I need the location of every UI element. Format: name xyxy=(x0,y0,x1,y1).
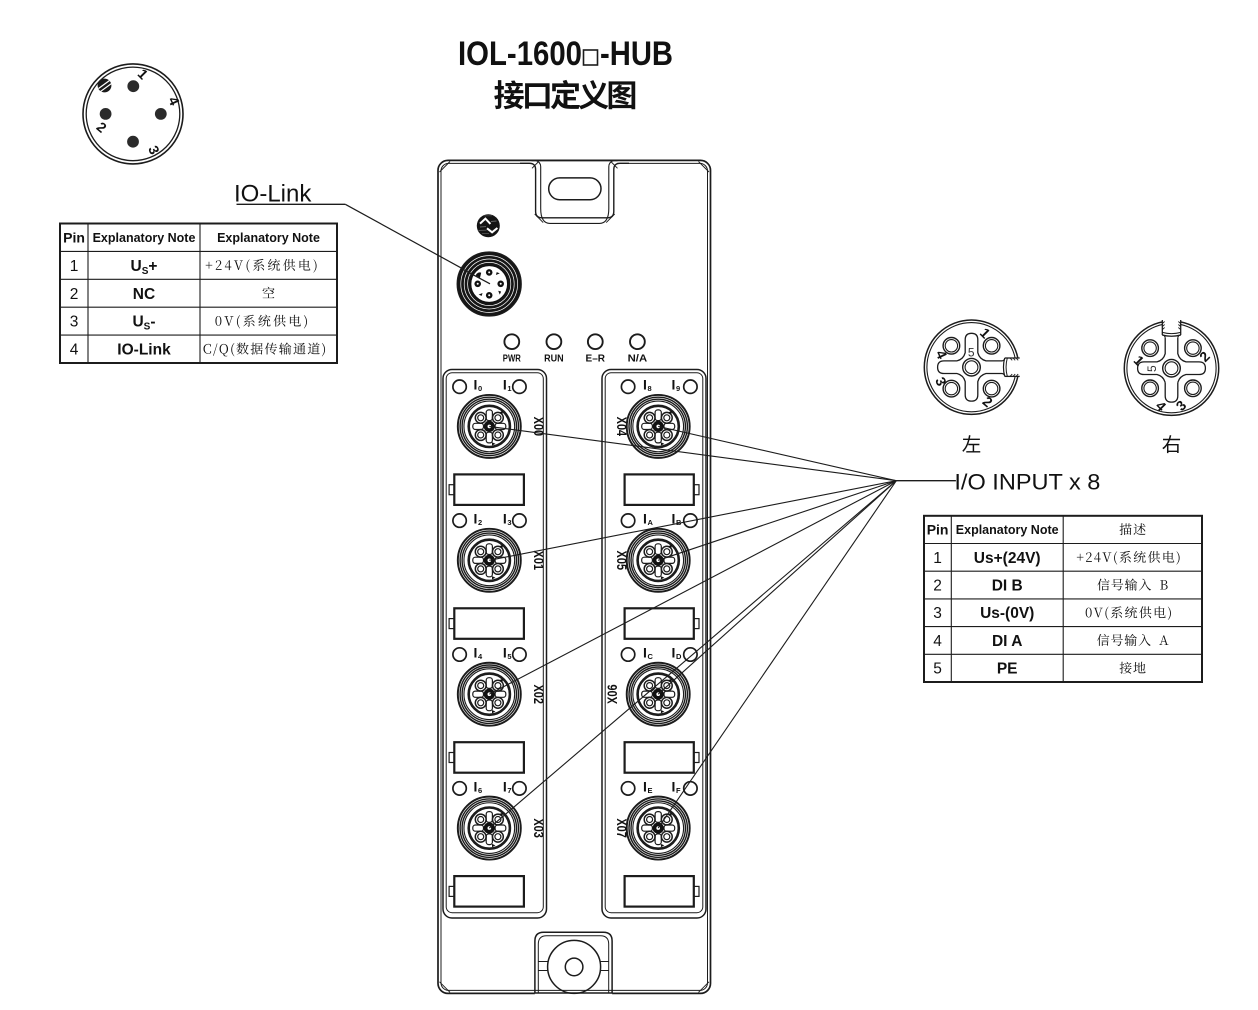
svg-text:I: I xyxy=(672,645,676,661)
svg-text:-HUB: -HUB xyxy=(600,35,673,73)
svg-text:I: I xyxy=(643,645,647,661)
svg-text:X06: X06 xyxy=(604,684,620,704)
svg-text:3: 3 xyxy=(70,314,79,331)
svg-text:IO-Link: IO-Link xyxy=(117,342,171,359)
svg-text:4: 4 xyxy=(933,347,951,361)
svg-text:5: 5 xyxy=(933,661,942,678)
svg-text:I: I xyxy=(474,377,478,393)
svg-text:1: 1 xyxy=(977,325,994,342)
svg-text:1: 1 xyxy=(70,258,79,275)
svg-text:4: 4 xyxy=(933,633,942,650)
svg-text:I: I xyxy=(643,377,647,393)
svg-text:I: I xyxy=(503,645,507,661)
svg-text:E–R: E–R xyxy=(586,353,606,365)
svg-text:X05: X05 xyxy=(614,551,630,571)
svg-text:3: 3 xyxy=(933,605,942,622)
svg-text:A: A xyxy=(648,518,654,527)
svg-text:3: 3 xyxy=(932,374,950,388)
svg-text:I: I xyxy=(503,511,507,527)
svg-text:N/A: N/A xyxy=(628,353,648,365)
svg-text:Pin: Pin xyxy=(927,522,949,538)
svg-text:2: 2 xyxy=(478,518,482,527)
svg-text:1: 1 xyxy=(507,384,511,393)
svg-text:IO-Link: IO-Link xyxy=(234,181,312,208)
svg-text:X03: X03 xyxy=(531,818,547,838)
svg-text:2: 2 xyxy=(94,119,110,136)
svg-text:I: I xyxy=(643,511,647,527)
svg-text:X04: X04 xyxy=(614,417,630,437)
svg-text:6: 6 xyxy=(478,786,482,795)
svg-text:4: 4 xyxy=(478,652,483,661)
svg-text:I: I xyxy=(474,511,478,527)
svg-text:PWR: PWR xyxy=(503,353,521,365)
svg-text:RUN: RUN xyxy=(544,353,564,365)
svg-text:X07: X07 xyxy=(614,818,630,838)
svg-text:1: 1 xyxy=(933,550,942,567)
svg-text:DI A: DI A xyxy=(992,633,1022,650)
svg-text:Explanatory Note: Explanatory Note xyxy=(956,523,1059,537)
svg-text:B: B xyxy=(676,518,682,527)
svg-text:Pin: Pin xyxy=(63,229,85,245)
svg-text:I: I xyxy=(474,778,478,794)
svg-text:2: 2 xyxy=(980,393,996,410)
svg-text:0: 0 xyxy=(478,384,482,393)
svg-text:8: 8 xyxy=(648,384,652,393)
svg-text:5: 5 xyxy=(507,652,511,661)
svg-text:1: 1 xyxy=(135,66,152,83)
svg-text:DI B: DI B xyxy=(992,578,1023,595)
svg-text:7: 7 xyxy=(507,786,511,795)
svg-text:2: 2 xyxy=(70,286,79,303)
svg-text:I: I xyxy=(474,645,478,661)
svg-text:I: I xyxy=(643,778,647,794)
svg-text:I/O INPUT x 8: I/O INPUT x 8 xyxy=(954,470,1100,495)
svg-text:4: 4 xyxy=(165,94,183,108)
svg-text:Us+(24V): Us+(24V) xyxy=(974,550,1041,567)
svg-text:I: I xyxy=(672,778,676,794)
svg-text:I: I xyxy=(503,377,507,393)
svg-text:IOL-1600: IOL-1600 xyxy=(458,35,582,73)
svg-text:X02: X02 xyxy=(531,684,547,704)
svg-text:2: 2 xyxy=(933,578,942,595)
svg-text:C: C xyxy=(648,652,654,661)
svg-text:Us-(0V): Us-(0V) xyxy=(980,605,1034,622)
svg-text:E: E xyxy=(648,786,653,795)
svg-text:X00: X00 xyxy=(531,417,547,437)
svg-text:3: 3 xyxy=(507,518,511,527)
svg-text:US+: US+ xyxy=(131,258,158,277)
svg-text:I: I xyxy=(503,778,507,794)
svg-text:I: I xyxy=(672,377,676,393)
svg-text:X01: X01 xyxy=(531,551,547,571)
svg-text:4: 4 xyxy=(70,342,79,359)
svg-text:F: F xyxy=(676,786,681,795)
svg-text:NC: NC xyxy=(133,286,155,303)
svg-text:5: 5 xyxy=(1145,365,1159,372)
svg-text:US-: US- xyxy=(132,314,155,333)
svg-text:Explanatory Note: Explanatory Note xyxy=(217,231,320,245)
svg-text:9: 9 xyxy=(676,384,680,393)
svg-text:5: 5 xyxy=(968,346,975,360)
svg-text:PE: PE xyxy=(997,661,1018,678)
svg-text:D: D xyxy=(676,652,682,661)
svg-text:I: I xyxy=(672,511,676,527)
svg-text:Explanatory Note: Explanatory Note xyxy=(93,231,196,245)
svg-text:3: 3 xyxy=(1173,397,1190,414)
